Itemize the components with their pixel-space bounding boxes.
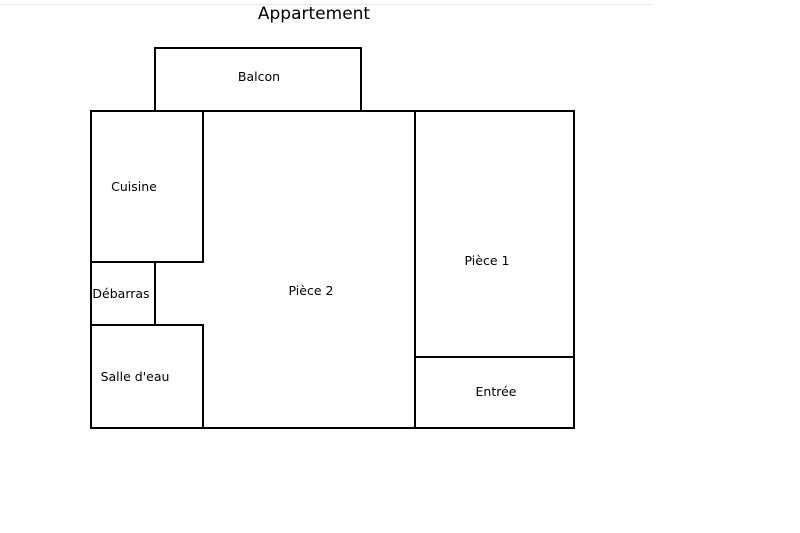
page-title: Appartement bbox=[257, 4, 371, 24]
room-label-salle-deau: Salle d'eau bbox=[101, 369, 170, 384]
room-label-piece2: Pièce 2 bbox=[289, 283, 334, 298]
room-label-cuisine: Cuisine bbox=[111, 179, 157, 194]
room-label-entree: Entrée bbox=[476, 384, 517, 399]
room-label-debarras: Débarras bbox=[92, 286, 149, 301]
room-label-piece1: Pièce 1 bbox=[465, 253, 510, 268]
room-label-balcon: Balcon bbox=[238, 69, 280, 84]
top-divider bbox=[0, 0, 652, 5]
